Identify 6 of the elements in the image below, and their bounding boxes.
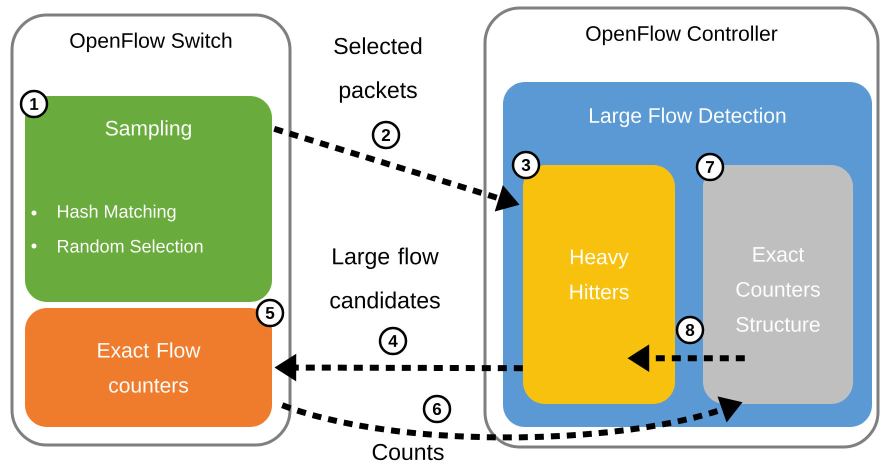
edge-label: Counts [372, 444, 444, 460]
edge-label: Selected packets [334, 37, 422, 103]
callout-number: 6 [422, 394, 452, 424]
callout-number: 4 [378, 326, 408, 356]
edge-label: Large flow candidates [330, 248, 440, 308]
callout-number: 2 [372, 120, 400, 150]
